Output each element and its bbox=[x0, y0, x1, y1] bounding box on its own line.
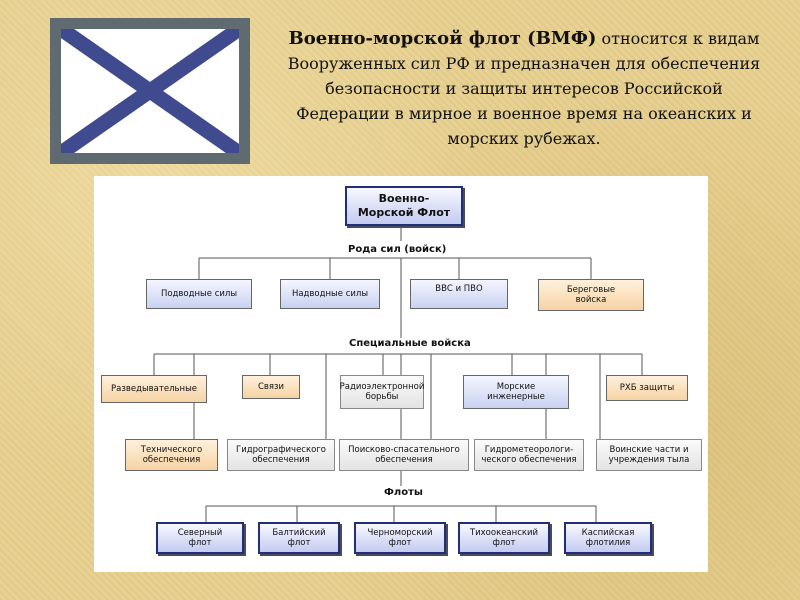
st-andrew-flag bbox=[61, 29, 239, 153]
intro-text: Военно-морской флот (ВМФ) относится к ви… bbox=[286, 26, 762, 151]
root-navy-box: Военно- Морской Флот bbox=[345, 186, 463, 226]
navy-structure-diagram: Военно- Морской Флот Рода сил (войск) По… bbox=[94, 176, 708, 572]
box-pacific-fleet: Тихоокеанский флот bbox=[458, 522, 550, 554]
box-hydrographic-support: Гидрографического обеспечения bbox=[227, 439, 335, 471]
box-nbc-protection: РХБ защиты bbox=[606, 375, 688, 401]
box-hydrometeorological-support: Гидрометеорологи- ческого обеспечения bbox=[474, 439, 584, 471]
heading-branches: Рода сил (войск) bbox=[348, 244, 447, 255]
heading-special-troops: Специальные войска bbox=[349, 338, 471, 349]
box-submarine-forces: Подводные силы bbox=[146, 279, 252, 309]
box-reconnaissance: Разведывательные bbox=[101, 375, 207, 403]
box-surface-forces: Надводные силы bbox=[280, 279, 380, 309]
box-caspian-flotilla: Каспийская флотилия bbox=[564, 522, 652, 554]
box-northern-fleet: Северный флот bbox=[156, 522, 244, 554]
box-technical-support: Технического обеспечения bbox=[125, 439, 218, 471]
intro-title: Военно-морской флот (ВМФ) bbox=[288, 28, 597, 49]
box-rear-units: Воинские части и учреждения тыла bbox=[596, 439, 702, 471]
box-air-defense: ВВС и ПВО bbox=[410, 279, 508, 309]
flag-frame bbox=[50, 18, 250, 164]
connector-lines bbox=[153, 226, 643, 522]
box-electronic-warfare: Радиоэлектронной борьбы bbox=[340, 375, 424, 409]
box-naval-engineers: Морские инженерные bbox=[463, 375, 569, 409]
box-communications: Связи bbox=[242, 375, 300, 399]
box-black-sea-fleet: Черноморский флот bbox=[354, 522, 446, 554]
box-search-rescue-support: Поисково-спасательного обеспечения bbox=[339, 439, 469, 471]
heading-fleets: Флоты bbox=[384, 487, 423, 498]
flag-cross-diagonal-2 bbox=[61, 29, 239, 153]
intro-body: относится к видам Вооруженных сил РФ и п… bbox=[287, 29, 761, 148]
box-coastal-troops: Береговые войска bbox=[538, 279, 644, 311]
box-baltic-fleet: Балтийский флот bbox=[258, 522, 340, 554]
